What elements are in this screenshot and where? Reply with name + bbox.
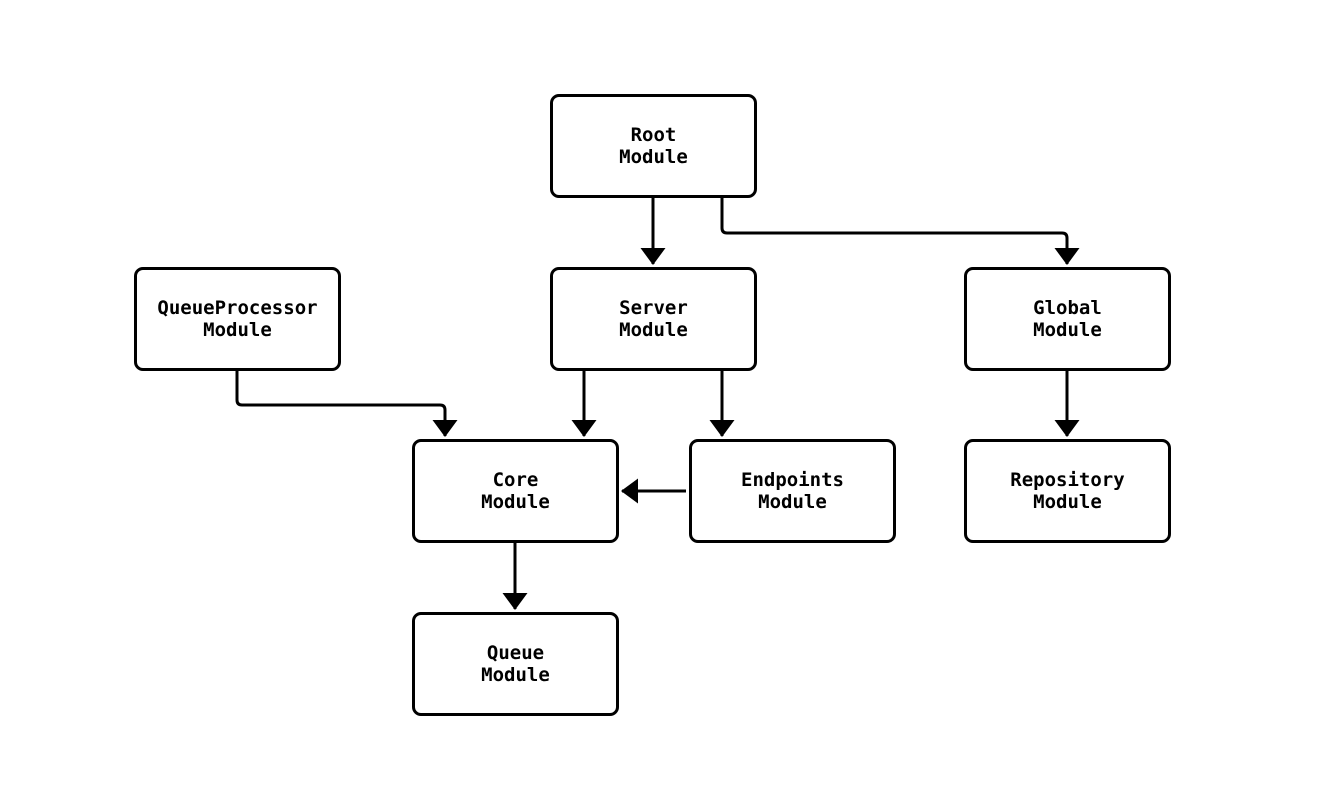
edge-root-to-global: [720, 198, 1080, 265]
node-global-module: Global Module: [964, 267, 1171, 371]
node-queueprocessor-module: QueueProcessor Module: [134, 267, 341, 371]
node-endpoints-module: Endpoints Module: [689, 439, 896, 543]
node-core-module: Core Module: [412, 439, 619, 543]
node-server-module: Server Module: [550, 267, 757, 371]
node-root-module: Root Module: [550, 94, 757, 198]
node-repository-module: Repository Module: [964, 439, 1171, 543]
edge-group: [235, 198, 1080, 610]
edge-queueprocessor-to-core: [235, 371, 458, 437]
node-queue-module: Queue Module: [412, 612, 619, 716]
